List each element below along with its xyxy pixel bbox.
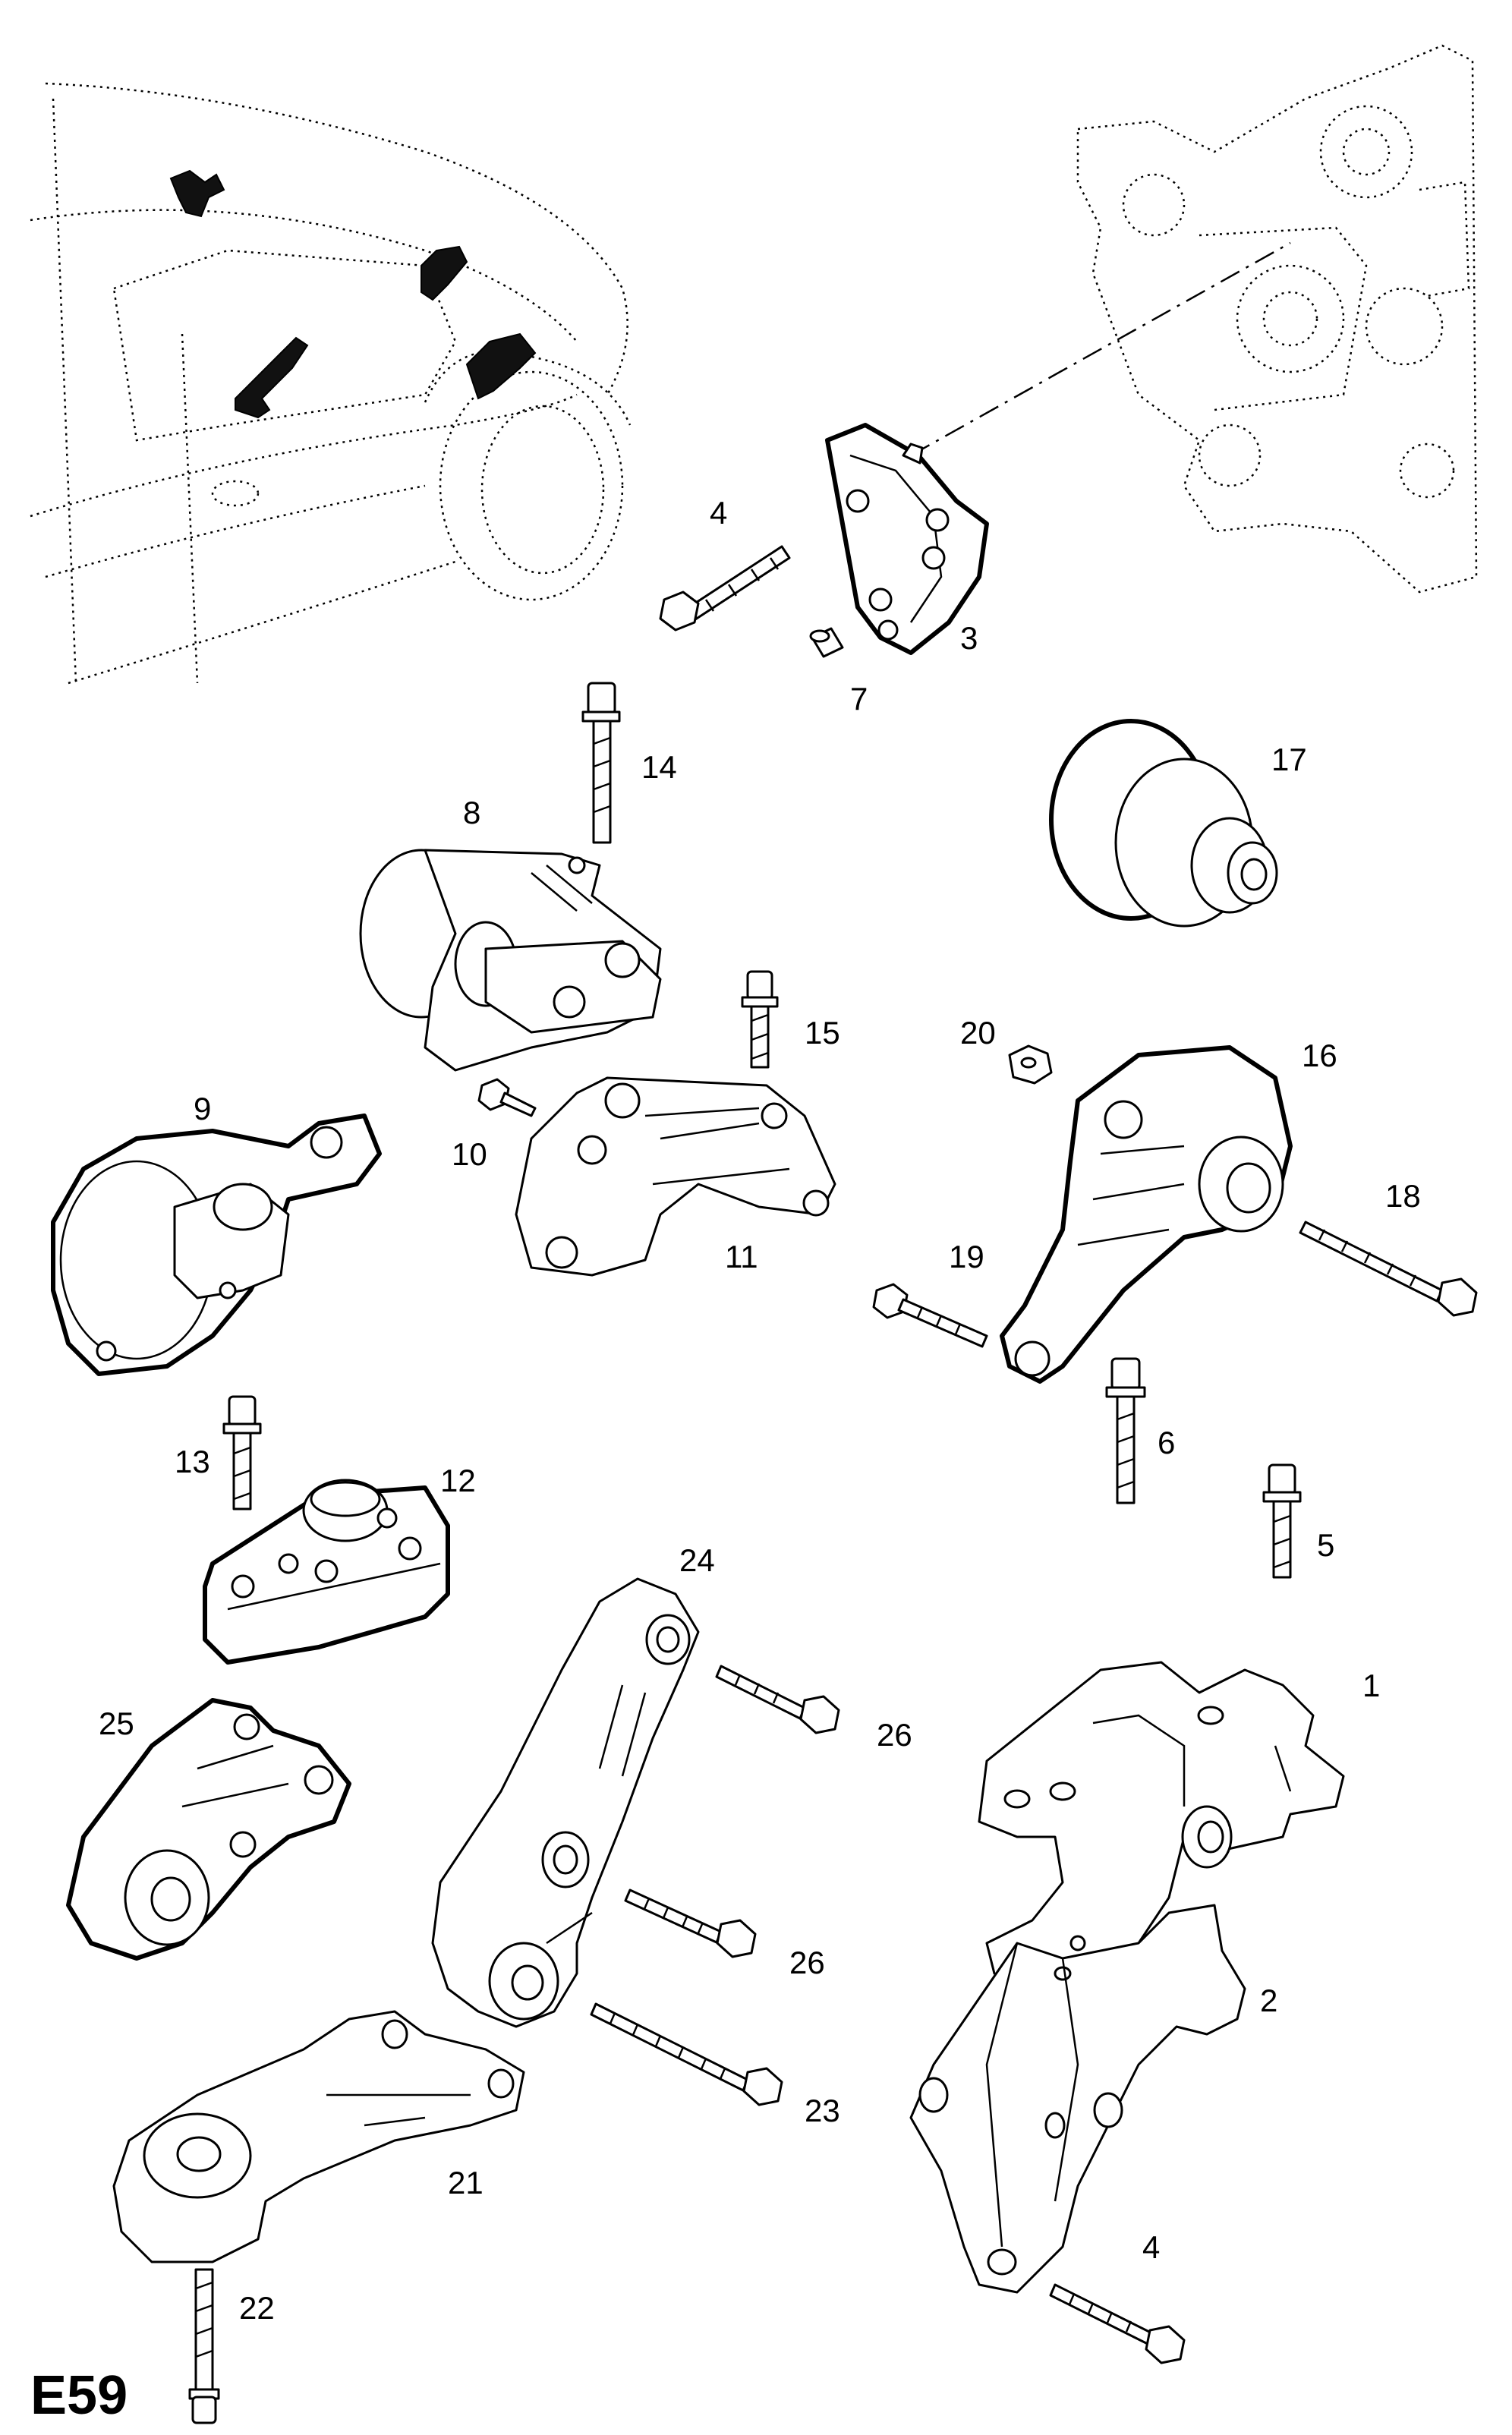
callout-1: 1 — [1362, 1668, 1380, 1703]
part-9-mount — [51, 1114, 382, 1376]
part-19-bolt — [872, 1283, 988, 1348]
callout-17: 17 — [1271, 742, 1307, 777]
callout-20: 20 — [960, 1015, 996, 1051]
part-11-support — [515, 1076, 836, 1277]
part-16-torque-mount — [1000, 1045, 1293, 1384]
callout-22: 22 — [239, 2290, 275, 2326]
part-20-nut — [1008, 1044, 1053, 1085]
part-4-bolt-lower — [1049, 2283, 1186, 2364]
callout-2: 2 — [1260, 1983, 1277, 2018]
part-17-bushing — [1049, 719, 1278, 928]
part-26-bolt-upper — [715, 1665, 840, 1734]
callout-3: 3 — [960, 620, 978, 656]
mount-location-marker — [235, 336, 309, 419]
part-14-bolt — [581, 682, 621, 844]
part-4-bolt-upper — [659, 545, 791, 632]
callout-5: 5 — [1317, 1527, 1334, 1563]
page-code: E59 — [30, 2365, 128, 2426]
part-26-bolt-lower — [624, 1888, 757, 1958]
callout-7: 7 — [850, 681, 868, 717]
callout-6: 6 — [1158, 1425, 1175, 1460]
callout-24: 24 — [679, 1542, 715, 1578]
callout-13: 13 — [175, 1444, 210, 1479]
part-7-spacer — [809, 627, 844, 658]
callout-10: 10 — [452, 1136, 487, 1172]
part-2-bracket — [909, 1904, 1246, 2294]
part-15-bolt — [741, 970, 779, 1069]
part-23-bolt — [590, 2002, 783, 2106]
mount-location-marker — [169, 169, 225, 218]
part-10-bolt — [477, 1078, 537, 1117]
part-12-mount-block — [203, 1479, 450, 1665]
part-18-bolt — [1299, 1221, 1478, 1317]
mount-location-marker — [465, 332, 537, 400]
callout-14: 14 — [641, 749, 677, 785]
callout-23: 23 — [805, 2093, 840, 2128]
callout-11: 11 — [725, 1239, 758, 1274]
part-5-bolt — [1262, 1463, 1302, 1579]
callout-9: 9 — [194, 1091, 211, 1126]
callout-19: 19 — [949, 1239, 984, 1274]
callout-4-lower: 4 — [1142, 2229, 1160, 2265]
callout-18: 18 — [1385, 1178, 1421, 1214]
part-6-bolt — [1105, 1357, 1146, 1504]
callout-21: 21 — [448, 2165, 484, 2200]
callout-26-lower: 26 — [789, 1945, 825, 1980]
vehicle-outline — [30, 82, 632, 685]
callout-12: 12 — [440, 1463, 476, 1498]
assembly-line — [910, 241, 1291, 457]
part-1-gearbox-mount — [978, 1661, 1345, 2005]
callout-25: 25 — [99, 1706, 134, 1741]
callout-26-upper: 26 — [877, 1717, 912, 1753]
callout-4-upper: 4 — [710, 495, 727, 531]
part-13-bolt — [222, 1395, 262, 1510]
callout-8: 8 — [463, 795, 480, 830]
gearbox-outline — [1076, 44, 1478, 594]
part-24-torque-arm — [431, 1577, 700, 2028]
part-3-bracket — [825, 423, 989, 655]
part-8-engine-mount — [359, 849, 662, 1072]
mount-location-marker — [421, 245, 468, 301]
callout-labels: 1 2 3 4 4 5 6 7 8 9 10 11 12 13 14 15 16… — [99, 495, 1421, 2326]
part-21-torque-link — [112, 2010, 525, 2263]
callout-15: 15 — [805, 1015, 840, 1051]
callout-16: 16 — [1302, 1038, 1337, 1073]
part-25-mount — [66, 1698, 351, 1961]
part-22-bolt — [188, 2268, 220, 2424]
